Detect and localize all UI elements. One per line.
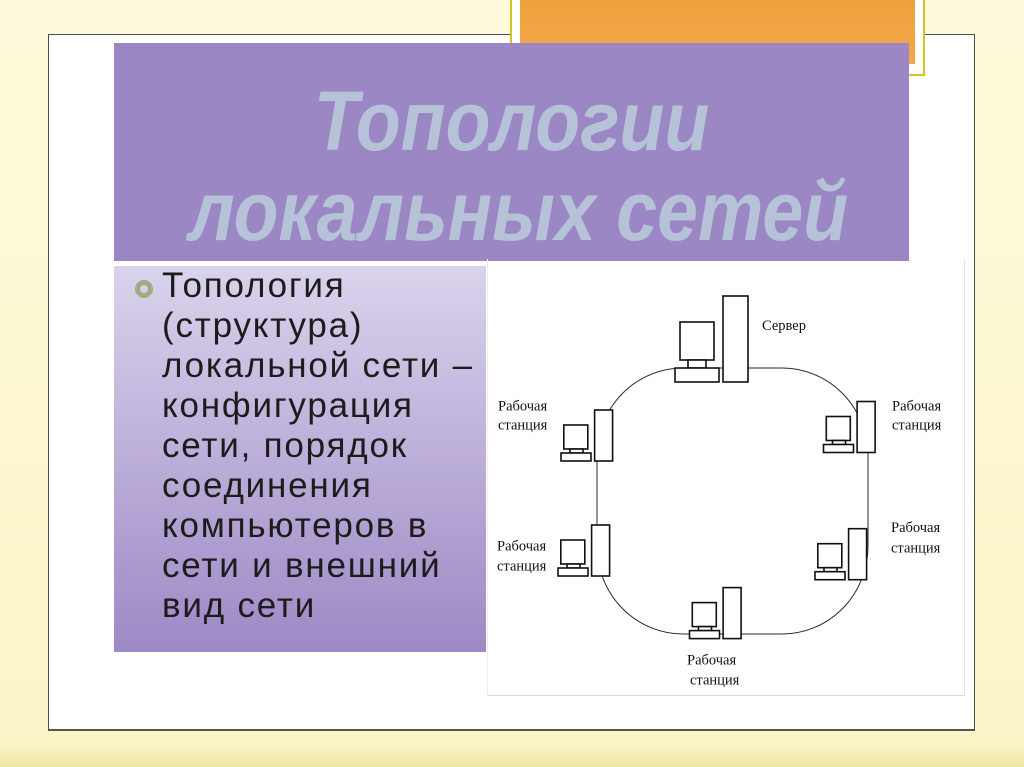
- svg-text:станция: станция: [892, 418, 942, 434]
- svg-text:станция: станция: [891, 541, 941, 557]
- svg-text:станция: станция: [690, 673, 740, 689]
- svg-text:Рабочая: Рабочая: [497, 539, 546, 555]
- svg-text:Рабочая: Рабочая: [498, 399, 547, 415]
- svg-text:станция: станция: [497, 559, 547, 575]
- svg-text:станция: станция: [498, 418, 548, 434]
- svg-text:Рабочая: Рабочая: [687, 653, 736, 669]
- svg-text:Сервер: Сервер: [762, 318, 806, 334]
- svg-text:Рабочая: Рабочая: [891, 520, 940, 536]
- svg-text:Рабочая: Рабочая: [892, 399, 941, 415]
